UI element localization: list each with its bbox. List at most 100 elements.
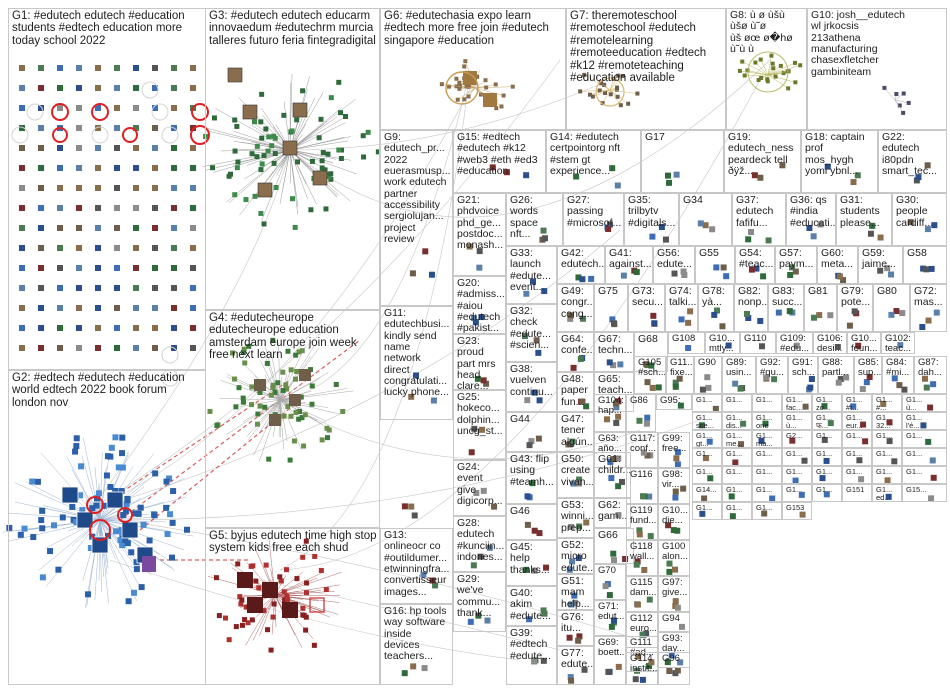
group-panel-g31: G31: students please... xyxy=(836,193,892,246)
group-label: G97: give... xyxy=(662,578,687,599)
group-panel-g2: G2: #edtech #edutech #education world ed… xyxy=(8,370,206,685)
group-label: G1... 32... xyxy=(876,414,899,430)
group-label: G50: create vivan... xyxy=(561,454,591,488)
group-label: G98: vir... xyxy=(662,470,687,491)
group-panel-gs50: G1... xyxy=(722,502,752,520)
group-label: G22: edutech i80pdn smart_tec... xyxy=(882,132,944,177)
group-panel-g104: G104: hap... xyxy=(594,394,626,432)
group-panel-g85: G85: sup... xyxy=(854,356,882,394)
group-label: G37: edutech fafifu... xyxy=(736,195,783,229)
group-panel-g34: G34 xyxy=(679,193,732,246)
group-panel-g41: G41: against... xyxy=(605,246,653,284)
group-panel-g94: G94 xyxy=(658,612,690,632)
group-panel-gs35: G1... xyxy=(752,466,782,484)
group-panel-g60: G60: meta... xyxy=(817,246,858,284)
group-panel-g88: G88: partl... xyxy=(818,356,854,394)
group-label: G1... xyxy=(756,486,779,494)
group-panel-g78: G78: yà... xyxy=(698,284,734,332)
group-label: G81 xyxy=(808,286,834,297)
group-panel-gs8: G1... ù... xyxy=(902,394,947,412)
group-panel-g10: G10: josh__edutech wl jrkocsis 213athena… xyxy=(807,8,947,130)
group-panel-gs27: G1... xyxy=(752,448,782,466)
group-panel-g38: G38: vuelven continu... xyxy=(506,362,557,412)
group-label: G1... ma... xyxy=(756,432,779,448)
group-label: G1... xyxy=(786,468,809,476)
group-panel-g10x: G10... foun... xyxy=(847,332,881,354)
group-label: G33: launch #edute... event... xyxy=(510,248,554,293)
group-panel-g77: G77: edute... xyxy=(557,646,594,685)
group-label: G73: secu... xyxy=(632,286,662,309)
group-label: G1... xyxy=(786,450,809,458)
group-label: G87: dah... xyxy=(918,358,944,379)
group-panel-gs44: G1... xyxy=(782,484,812,502)
group-panel-g43: G43: flip using #teamh... xyxy=(506,452,557,504)
group-panel-g95: G95: xyxy=(656,394,692,410)
group-label: G117: conf... xyxy=(630,434,655,455)
group-label: G1... xyxy=(906,450,944,458)
group-panel-gs19: G1... ma... xyxy=(752,430,782,448)
group-label: G119 fund... xyxy=(630,506,655,527)
group-label: G99: free... xyxy=(662,434,687,455)
group-label: G109: #edu... xyxy=(780,334,810,354)
group-panel-g109: G109: #edu... xyxy=(776,332,813,354)
group-label: G43: flip using #teamh... xyxy=(510,454,554,488)
group-panel-g48: G48: paper fun... xyxy=(557,372,594,412)
group-label: G57: paym... xyxy=(779,248,814,271)
group-panel-g64: G64: confe... xyxy=(557,332,594,372)
group-panel-g42: G42: edutech... xyxy=(557,246,605,284)
group-label: G16: hp tools way software inside device… xyxy=(384,606,450,663)
group-label: G27: passing #microsof... xyxy=(567,195,621,229)
group-label: G1... gt... xyxy=(696,432,719,448)
group-label: G88: partl... xyxy=(822,358,851,379)
group-label: G32: check #edute... #scien... xyxy=(510,306,554,351)
group-label: G1... zo... xyxy=(816,396,839,412)
group-label: G105 #sch... xyxy=(638,358,663,379)
group-panel-g11x: G11... fixe... xyxy=(666,356,694,394)
group-label: G1... xyxy=(786,486,809,494)
group-label: G69: boett... xyxy=(598,638,623,659)
group-panel-g51: G51: mam help... xyxy=(557,574,594,610)
group-panel-gs26: G1... xyxy=(722,448,752,466)
group-label: G67: techn... xyxy=(598,334,631,357)
group-label: G96 xyxy=(662,654,687,664)
group-panel-g73: G73: secu... xyxy=(628,284,665,332)
group-label: G31: students please... xyxy=(840,195,889,229)
group-panel-g37: G37: edutech fafifu... xyxy=(732,193,786,246)
group-panel-g81: G81 xyxy=(804,284,837,332)
group-panel-gs45: G1... xyxy=(812,484,842,502)
group-panel-g76: G76: itu... xyxy=(557,610,594,646)
group-panel-gs2: G1... xyxy=(722,394,752,412)
group-label: G10... foun... xyxy=(851,334,878,354)
group-label: G1... xyxy=(876,450,899,458)
group-label: G1... xyxy=(696,504,719,512)
group-label: G1... xyxy=(726,450,749,458)
group-label: G1... xyxy=(696,450,719,458)
group-label: G68 xyxy=(638,334,665,345)
group-label: G1... xyxy=(726,504,749,512)
group-panel-g72: G72: mas... xyxy=(910,284,947,332)
group-panel-gs23: G1... xyxy=(872,430,902,448)
group-panel-g118: G118 wall... xyxy=(626,540,658,576)
group-label: G1... xyxy=(846,450,869,458)
group-label: G153 xyxy=(786,504,809,512)
group-label: G53: winni... prep... xyxy=(561,500,591,534)
group-panel-g21: G21: phdvoice phd_ge... postdoc... monas… xyxy=(453,193,506,276)
group-panel-g36: G36: qs #india #educati... xyxy=(786,193,836,246)
group-panel-g35: G35: trilbytv #digitals... xyxy=(624,193,679,246)
group-label: G38: vuelven continu... xyxy=(510,364,554,398)
group-label: G112 euro... xyxy=(630,614,655,635)
group-label: G1... xyxy=(726,396,749,404)
group-label: G1: #edutech edutech #education students… xyxy=(12,10,203,47)
group-label: G1... l'é... xyxy=(906,414,944,430)
group-panel-g18: G18: captain prof mos_hygh yomi ybnl... xyxy=(801,130,878,193)
group-panel-gs51: G1... xyxy=(752,502,782,520)
group-panel-gs34: G1... xyxy=(722,466,752,484)
group-label: G118 wall... xyxy=(630,542,655,563)
group-label: G77: edute... xyxy=(561,648,591,671)
group-label: G1... xyxy=(816,486,839,494)
group-label: G1... dis... xyxy=(726,414,749,430)
group-panel-g59: G59: jaime... xyxy=(858,246,903,284)
group-label: G115 dam... xyxy=(630,578,655,599)
group-label: G36: qs #india #educati... xyxy=(790,195,833,229)
group-label: G49: congr... cong... xyxy=(561,286,591,320)
